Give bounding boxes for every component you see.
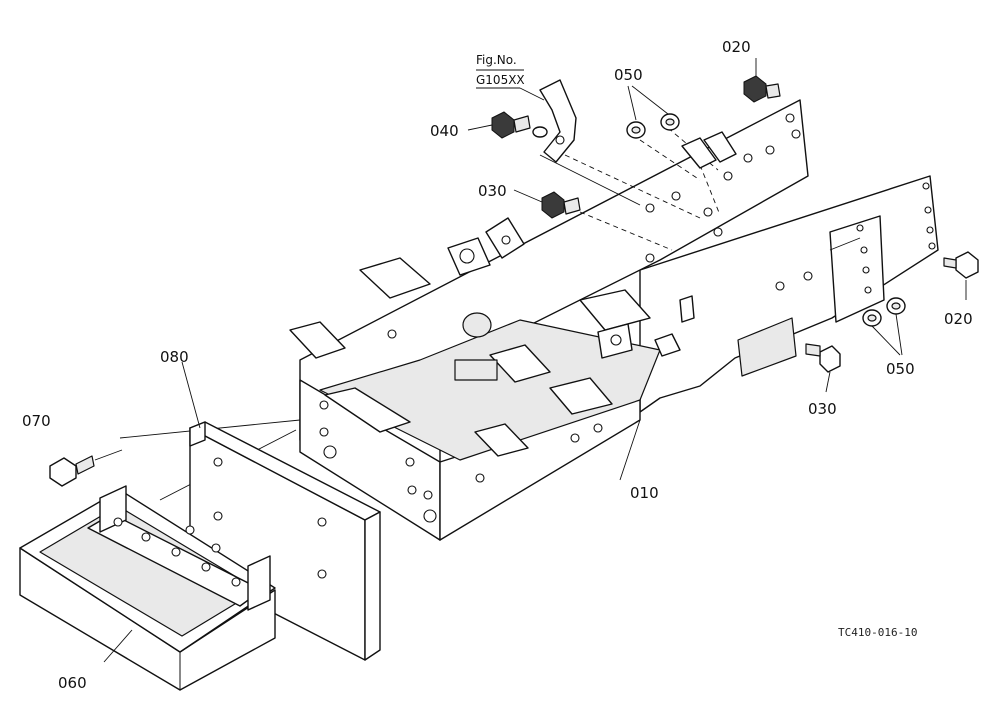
rear-plate	[189, 421, 381, 661]
bolt-030-lower	[805, 343, 841, 373]
callout-070: 070	[22, 412, 51, 430]
nuts-050-right	[862, 297, 906, 356]
callout-020-top: 020	[722, 38, 751, 56]
nuts-050-top	[626, 85, 680, 139]
callout-010: 010	[630, 484, 659, 502]
rear-bracket-pair	[681, 131, 737, 169]
main-frame	[289, 99, 939, 541]
callout-080: 080	[160, 348, 189, 366]
bolt-020-right	[943, 251, 979, 279]
callout-030-lower: 030	[808, 400, 837, 418]
drawing-code: TC410-016-10	[838, 626, 917, 639]
bolt-020-top	[743, 75, 781, 103]
callout-labels: 010 020 020 030 030 040 050 050 060 070 …	[22, 38, 973, 692]
bracket-fig-ref	[539, 79, 577, 163]
callout-060: 060	[58, 674, 87, 692]
callout-030-upper: 030	[478, 182, 507, 200]
bolt-040	[491, 111, 548, 139]
callout-050-right: 050	[886, 360, 915, 378]
callout-020-right: 020	[944, 310, 973, 328]
leader-lines	[103, 58, 967, 663]
step-tray	[19, 485, 276, 691]
bolt-070	[49, 449, 123, 487]
callout-050-top: 050	[614, 66, 643, 84]
figure-ref-line2: G105XX	[476, 73, 525, 87]
callout-040: 040	[430, 122, 459, 140]
bolt-030-upper	[541, 191, 581, 219]
figure-ref-line1: Fig.No.	[476, 53, 517, 67]
